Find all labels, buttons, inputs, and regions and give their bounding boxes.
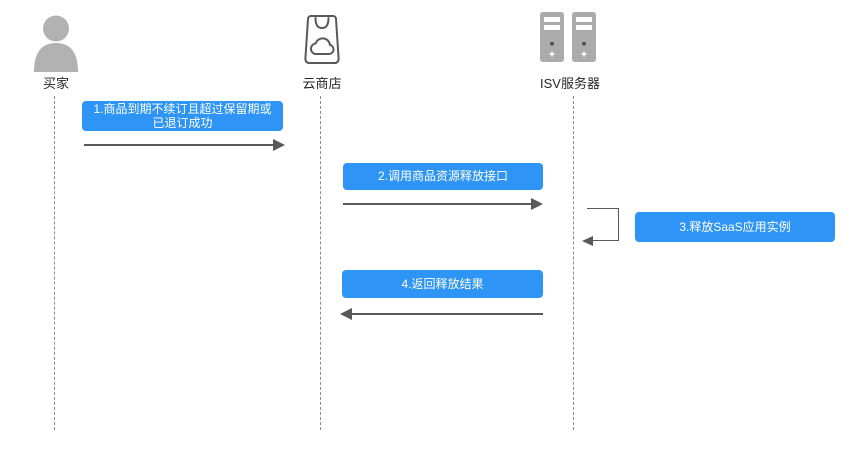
arrowhead-right-icon bbox=[531, 198, 543, 210]
message-3-self-loop-connector bbox=[582, 208, 619, 246]
actor-label-buyer: 买家 bbox=[42, 76, 69, 91]
lifeline-buyer bbox=[54, 96, 55, 430]
message-3-label: 3.释放SaaS应用实例 bbox=[679, 219, 791, 234]
message-4-label: 4.返回释放结果 bbox=[401, 276, 484, 291]
arrowhead-left-icon bbox=[582, 236, 593, 246]
message-1-label: 1.商品到期不续订且超过保留期或已退订成功 bbox=[93, 101, 272, 130]
message-2-label: 2.调用商品资源释放接口 bbox=[377, 169, 508, 184]
server-towers-icon bbox=[540, 12, 596, 67]
person-icon bbox=[30, 12, 82, 77]
message-3-box: 3.释放SaaS应用实例 bbox=[635, 212, 835, 242]
message-2-box: 2.调用商品资源释放接口 bbox=[343, 163, 543, 190]
lifeline-cloud-store bbox=[320, 96, 321, 430]
arrow-shaft bbox=[343, 203, 534, 205]
shopping-bag-cloud-icon bbox=[302, 14, 342, 70]
message-1-arrow bbox=[84, 139, 285, 151]
message-1-box: 1.商品到期不续订且超过保留期或已退订成功 bbox=[82, 101, 283, 131]
actor-label-cloud-store: 云商店 bbox=[302, 76, 342, 91]
actor-label-isv-server: ISV服务器 bbox=[540, 76, 600, 91]
arrow-shaft bbox=[84, 144, 276, 146]
message-2-arrow bbox=[343, 198, 543, 210]
lifeline-isv-server bbox=[573, 96, 574, 430]
message-4-box: 4.返回释放结果 bbox=[342, 270, 543, 298]
arrowhead-right-icon bbox=[273, 139, 285, 151]
arrowhead-left-icon bbox=[340, 308, 352, 320]
arrow-shaft bbox=[349, 313, 543, 315]
message-4-arrow bbox=[340, 308, 543, 320]
